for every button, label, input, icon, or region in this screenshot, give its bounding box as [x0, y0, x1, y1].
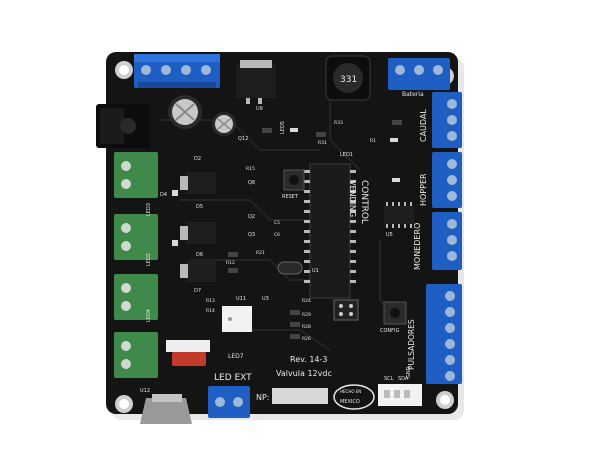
label-r13: R13	[206, 298, 215, 304]
label-pulsadores: PULSADORES	[407, 319, 416, 370]
label-r15: R15	[246, 166, 255, 172]
ic-u5	[384, 202, 414, 228]
label-d7: D7	[194, 288, 201, 294]
label-led7: LED7	[228, 353, 244, 360]
label-rev: Rev. 14-3	[290, 355, 327, 364]
label-monedero: MONEDERO	[413, 223, 422, 270]
label-q8: Q8	[248, 180, 255, 186]
crystal-oscillator	[277, 261, 303, 275]
reset-button-component	[283, 169, 305, 191]
label-r33: R33	[334, 120, 343, 126]
label-mexico: MEXICO	[340, 399, 360, 405]
jst-connector	[378, 384, 422, 406]
label-led4: LED4	[146, 309, 152, 322]
red-capacitor	[166, 340, 210, 366]
regulator-u12	[140, 394, 192, 424]
hecho-en-mexico-logo	[333, 384, 375, 410]
label-inductor: 331	[340, 75, 357, 85]
silkscreen-labels: CONTROL VENDING CAUDAL HOPPER MONEDERO P…	[140, 75, 428, 405]
right-terminal-pulsadores	[426, 284, 462, 384]
label-r14: R14	[206, 308, 215, 314]
label-sda: SDA	[398, 376, 409, 382]
label-u1: U1	[312, 268, 319, 274]
microcontroller-u1	[304, 163, 356, 299]
dc-barrel-jack	[96, 104, 150, 148]
label-r29: R29	[302, 312, 311, 318]
label-hecho-en: HECHO EN	[340, 389, 361, 394]
bottom-terminal-block	[208, 386, 250, 418]
pin-header	[333, 299, 359, 321]
power-transistors	[180, 172, 216, 282]
label-u11: U11	[236, 296, 246, 302]
config-button-component	[383, 301, 407, 325]
electrolytic-capacitors	[168, 95, 236, 136]
label-r24: R24	[302, 298, 311, 304]
label-c5: C5	[274, 220, 280, 226]
right-terminal-monedero	[432, 212, 462, 270]
label-caudal: CAUDAL	[419, 109, 428, 142]
label-valvula: Valvula 12vdc	[276, 369, 332, 378]
label-hopper: HOPPER	[419, 173, 428, 206]
label-u9: U9	[256, 106, 263, 112]
label-r21: R21	[256, 250, 265, 256]
label-led3: LED3	[146, 203, 152, 216]
label-np: NP:	[256, 393, 270, 402]
status-leds	[172, 128, 400, 246]
np-label-area	[272, 388, 328, 404]
label-reset: RESET	[282, 194, 299, 200]
right-top-terminal	[388, 58, 450, 90]
label-q12: Q12	[238, 136, 248, 142]
label-q3: Q3	[248, 232, 255, 238]
label-led1: LED1	[340, 152, 353, 158]
left-green-terminals	[114, 152, 158, 378]
regulator-u9	[236, 60, 276, 104]
label-control: CONTROL	[359, 180, 369, 224]
label-led2: LED2	[146, 253, 152, 266]
label-d6: D6	[196, 252, 203, 258]
label-led5: LED5	[280, 121, 286, 134]
label-u5: U5	[386, 232, 393, 238]
label-d4: D4	[160, 192, 167, 198]
label-q2: Q2	[248, 214, 255, 220]
label-gnd: GND	[406, 366, 412, 378]
label-c6: C6	[274, 232, 280, 238]
top-terminal-block	[134, 54, 220, 88]
right-terminal-caudal	[432, 92, 462, 148]
inductor-331	[325, 55, 371, 101]
label-r12: R12	[226, 260, 235, 266]
label-r31: R31	[318, 140, 327, 146]
label-vending: VENDING	[348, 180, 357, 217]
label-u12: U12	[140, 388, 150, 394]
label-r26: R26	[302, 336, 311, 342]
label-scl: SCL	[384, 376, 394, 382]
smd-resistors	[228, 120, 402, 339]
label-config: CONFIG	[380, 328, 400, 334]
label-d2: D2	[194, 156, 201, 162]
optocoupler-u11	[222, 306, 252, 332]
right-terminal-hopper	[432, 152, 462, 208]
pcb-board	[106, 52, 458, 414]
label-bateria: Bateria	[402, 91, 424, 98]
label-d5: D5	[196, 204, 203, 210]
label-led-ext: LED EXT	[214, 373, 252, 383]
label-r28: R28	[302, 324, 311, 330]
label-r1: R1	[370, 138, 376, 144]
label-u3: U3	[262, 296, 269, 302]
